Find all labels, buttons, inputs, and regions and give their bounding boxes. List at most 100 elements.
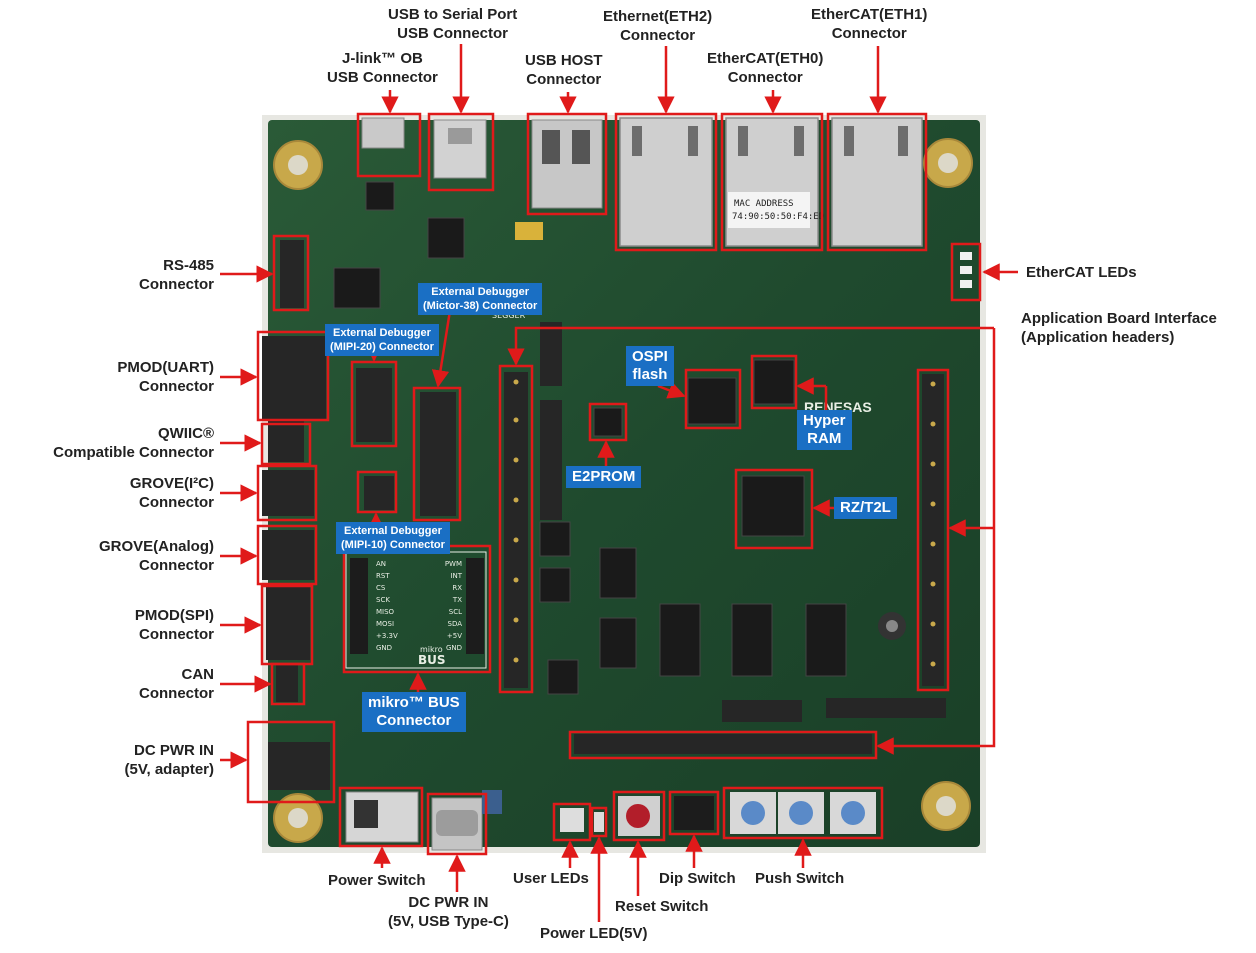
label-user-leds: User LEDs [513,869,589,888]
usb-connectors [361,117,603,209]
ethercat-led-chips [960,252,972,288]
label-usb-serial: USB to Serial Port USB Connector [388,5,517,43]
callout-line: External Debugger [344,525,442,537]
mikro-pin-label: RX [452,584,462,592]
label-eth0: EtherCAT(ETH0) Connector [707,49,823,87]
label-usb-host: USB HOST Connector [525,51,603,89]
chips [333,181,847,695]
mac-label-title: MAC ADDRESS [734,199,794,209]
label-line: Connector [526,71,602,88]
mikro-pin-label: SCK [376,596,390,604]
label-line: QWIIC® [157,425,214,442]
arrows [220,44,1018,922]
callout-line: RAM [807,430,842,447]
label-line: Connector [139,494,214,511]
label-qwiic: QWIIC® Compatible Connector [53,424,214,462]
callout-rzt2l: RZ/T2L [834,497,897,519]
segger-print: SEGGER [492,311,526,320]
label-jlink: J-link™ OB USB Connector [327,49,438,87]
label-ethercat-leds: EtherCAT LEDs [1026,263,1137,282]
mac-label [728,192,810,228]
label-line: Connector [620,27,696,44]
callout-line: (MIPI-10) Connector [341,539,445,551]
push-buttons [730,792,876,834]
label-line: EtherCAT(ETH1) [811,6,928,23]
label-line: Connector [139,378,214,395]
label-line: Ethernet(ETH2) [603,8,713,25]
label-push-switch: Push Switch [755,869,844,888]
label-line: DC PWR IN [408,894,489,911]
label-line: Power Switch [328,872,426,889]
mikro-logo-bottom: BUS [418,653,446,667]
callout-line: flash [632,366,668,383]
mikro-logo-top: mikro [420,645,443,654]
label-power-switch: Power Switch [328,871,426,890]
label-app-board: Application Board Interface (Application… [1021,309,1217,347]
callout-line: Hyper [803,412,846,429]
label-line: GROVE(I²C) [129,475,214,492]
label-line: Push Switch [755,870,845,887]
label-power-led: Power LED(5V) [540,924,648,943]
callout-line: RZ/T2L [840,499,891,516]
label-line: USB to Serial Port [388,6,518,23]
label-dip-switch: Dip Switch [659,869,736,888]
label-line: Connector [831,25,907,42]
label-line: RS-485 [163,257,214,274]
label-dc-adapter: DC PWR IN (5V, adapter) [125,741,214,779]
label-line: (5V, USB Type-C) [388,913,509,930]
mikro-pin-label: +3.3V [376,632,398,640]
mikrobus-pin-labels-right: PWM INT RX TX SCL SDA +5V GND [445,560,463,652]
label-line: User LEDs [513,870,589,887]
label-line: PMOD(UART) [117,359,214,376]
callout-line: (MIPI-20) Connector [330,341,434,353]
label-line: Connector [139,276,214,293]
label-pmod-spi: PMOD(SPI) Connector [135,606,214,644]
label-line: Application Board Interface [1021,310,1217,327]
mikro-pin-label: MOSI [376,620,394,628]
label-line: (Application headers) [1021,329,1175,346]
label-line: Dip Switch [659,870,736,887]
label-grove-i2c: GROVE(I²C) Connector [130,474,214,512]
label-line: EtherCAT(ETH0) [707,50,824,67]
label-eth2: Ethernet(ETH2) Connector [603,7,712,45]
header-pins [513,379,936,667]
label-line: Power LED(5V) [540,925,648,942]
mikro-pin-label: +5V [447,632,462,640]
callout-line: (Mictor-38) Connector [423,300,538,312]
callout-line: Connector [376,712,452,729]
label-rs485: RS-485 Connector [139,256,214,294]
label-line: J-link™ OB [341,50,423,67]
mikro-pin-label: TX [452,596,462,604]
label-line: Connector [139,557,214,574]
label-line: (5V, adapter) [124,761,214,778]
callout-mipi10: External Debugger (MIPI-10) Connector [336,522,450,554]
label-line: USB HOST [525,52,603,69]
label-eth1: EtherCAT(ETH1) Connector [811,5,927,43]
mikrobus-pin-labels-left: AN RST CS SCK MISO MOSI +3.3V GND [376,560,398,652]
callout-hyper-ram: Hyper RAM [797,410,852,450]
mikro-pin-label: GND [376,644,392,652]
mikro-pin-label: SCL [449,608,462,616]
mikro-pin-label: INT [450,572,462,580]
callout-line: External Debugger [431,286,530,298]
callout-line: External Debugger [333,327,431,339]
callout-mipi20: External Debugger (MIPI-20) Connector [325,324,439,356]
mikro-pin-label: AN [376,560,386,568]
mikro-pin-label: CS [376,584,386,592]
label-line: Reset Switch [615,898,709,915]
label-line: USB Connector [397,25,509,42]
mikro-pin-label: GND [446,644,462,652]
label-line: Connector [139,626,214,643]
callout-mictor: External Debugger (Mictor-38) Connector [418,283,543,315]
mikro-pin-label: SDA [448,620,463,628]
label-line: CAN [181,666,215,683]
mikro-pin-label: RST [376,572,390,580]
label-line: DC PWR IN [134,742,214,759]
label-reset-switch: Reset Switch [615,897,708,916]
label-grove-analog: GROVE(Analog) Connector [99,537,214,575]
label-line: Compatible Connector [53,444,214,461]
callout-line: E2PROM [572,468,636,485]
label-line: Connector [139,685,214,702]
mikro-pin-label: MISO [376,608,395,616]
label-line: Connector [727,69,803,86]
